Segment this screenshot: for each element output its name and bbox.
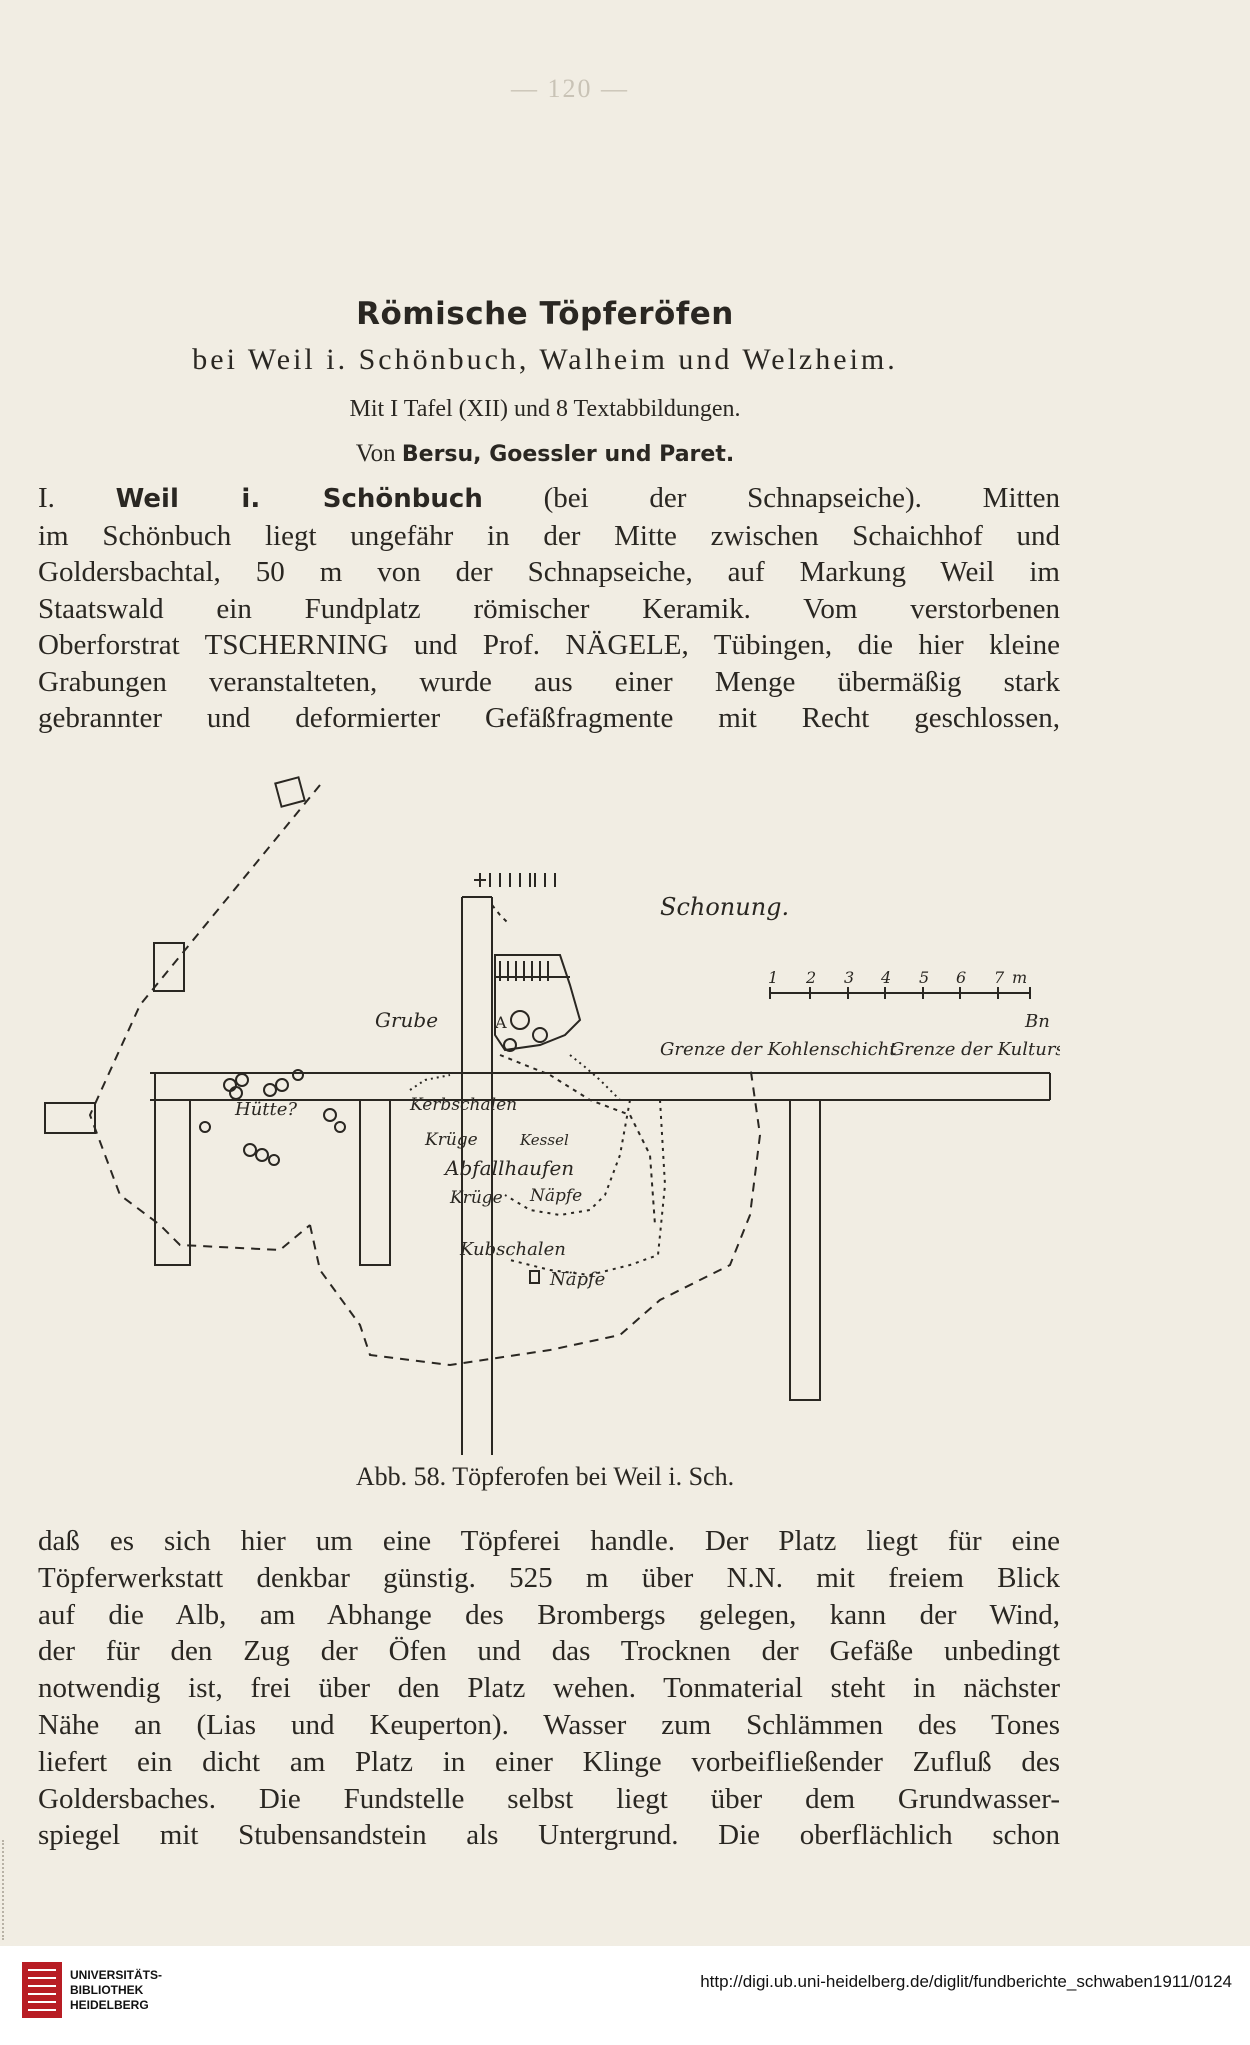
text-line: Goldersbachtal, 50 m von der Schnapseich… xyxy=(38,556,1060,588)
dotted-area xyxy=(409,1054,621,1101)
vessel-circle xyxy=(503,1038,517,1052)
text-line: Töpferwerkstatt denkbar günstig. 525 m ü… xyxy=(38,1561,1060,1594)
kiln-grate xyxy=(495,961,570,981)
scale-label-2: 2 xyxy=(805,968,816,987)
margin-dots xyxy=(2,1840,8,1940)
label-grube: Grube xyxy=(375,1008,438,1032)
label-napfe-2: Näpfe xyxy=(549,1269,605,1290)
vessel-circle xyxy=(532,1027,548,1043)
site-plan-figure: 1 2 3 4 5 6 7 m Schonung. Grube A Bn Ker… xyxy=(44,776,1060,1455)
trench-horizontal xyxy=(150,1072,1051,1101)
text-line: liefert ein dicht am Platz in einer Klin… xyxy=(38,1745,1060,1778)
text-line: im Schönbuch liegt ungefähr in der Mitte… xyxy=(38,519,1060,552)
source-url-link[interactable]: http://digi.ub.uni-heidelberg.de/diglit/… xyxy=(700,1972,1232,1991)
label-grenze-kohlen: Grenze der Kohlenschicht xyxy=(660,1039,897,1060)
authors-prefix: Von xyxy=(355,440,396,467)
scale-bar xyxy=(769,987,1031,999)
label-grenze-kultur: Grenze der Kulturschicht xyxy=(890,1039,1060,1060)
plates-note: Mit I Tafel (XII) und 8 Textabbildungen. xyxy=(349,396,741,422)
label-hutte: Hütte? xyxy=(234,1099,297,1120)
scale-label-4: 4 xyxy=(880,968,891,987)
marker-square xyxy=(153,942,185,992)
section-number: I. xyxy=(38,482,55,514)
label-napfe-1: Näpfe xyxy=(529,1186,582,1206)
text-line: notwendig ist, frei über den Platz wehen… xyxy=(38,1672,1060,1705)
text-line: Grabungen veranstalteten, wurde aus eine… xyxy=(38,665,1060,698)
library-name: UNIVERSITÄTS- BIBLIOTHEK HEIDELBERG xyxy=(70,1968,163,2012)
label-kerbschalen: Kerbschalen xyxy=(409,1095,517,1115)
text-line: gebrannter und deformierter Gefäßfragmen… xyxy=(38,702,1060,734)
paragraph-1-line-1: I. Weil i. Schönbuch (bei der Schnapseic… xyxy=(38,482,1060,514)
coal-boundary xyxy=(509,1099,667,1277)
scale-label-5: 5 xyxy=(919,968,929,987)
label-abfallhaufen: Abfallhaufen xyxy=(443,1156,574,1180)
label-schonung: Schonung. xyxy=(660,893,789,921)
hut-outline xyxy=(154,1073,391,1266)
marker-square xyxy=(44,1102,96,1134)
scale-label-6: 6 xyxy=(956,968,966,987)
text-line: Oberforstrat TSCHERNING und Prof. NÄGELE… xyxy=(38,629,1060,661)
page-number: — 120 — xyxy=(511,74,629,103)
scale-unit: m xyxy=(1012,968,1027,987)
marker-square xyxy=(274,776,306,808)
scale-label-7: 7 xyxy=(994,968,1005,987)
text-line: der für den Zug der Öfen und das Trockne… xyxy=(38,1635,1060,1668)
scale-label-1: 1 xyxy=(768,968,778,987)
authors-names: Bersu, Goessler und Paret. xyxy=(401,442,735,467)
paragraph-2: daß es sich hier um eine Töpferei handle… xyxy=(38,1523,1060,1854)
trench-right xyxy=(789,1100,821,1401)
authors-line: Von Bersu, Goessler und Paret. xyxy=(0,440,1090,468)
figure-caption: Abb. 58. Töpferofen bei Weil i. Sch. xyxy=(355,1462,735,1491)
vessel-cluster xyxy=(199,1069,346,1166)
boundary-line xyxy=(88,784,321,1252)
label-bn: Bn xyxy=(1024,1011,1050,1032)
label-kruge-2: Krüge xyxy=(449,1188,503,1208)
text-line: Nähe an (Lias und Keuperton). Wasser zum… xyxy=(38,1708,1060,1741)
article-subtitle: bei Weil i. Schönbuch, Walheim und Welzh… xyxy=(192,343,898,376)
text-line: Goldersbaches. Die Fundstelle selbst lie… xyxy=(38,1782,1060,1815)
library-logo-icon xyxy=(22,1962,62,2018)
label-kubschalen: Kubschalen xyxy=(459,1239,566,1260)
boundary-line xyxy=(309,1064,762,1367)
paragraph-1: I. Weil i. Schönbuch (bei der Schnapseic… xyxy=(38,480,1060,737)
footer-bar: UNIVERSITÄTS- BIBLIOTHEK HEIDELBERG http… xyxy=(0,1946,1250,2045)
text-line: auf die Alb, am Abhange des Brombergs ge… xyxy=(38,1598,1060,1631)
cross-markers xyxy=(474,873,556,887)
trench-vertical xyxy=(461,896,493,1455)
coal-boundary xyxy=(491,904,656,1226)
kiln-structure xyxy=(494,954,582,1052)
marker-square xyxy=(529,1270,540,1284)
article-title: Römische Töpferöfen xyxy=(356,296,734,332)
text-line: Staatswald ein Fundplatz römischer Keram… xyxy=(38,592,1060,625)
vessel-circle xyxy=(510,1010,530,1030)
label-kessel: Kessel xyxy=(519,1131,569,1149)
scale-label-3: 3 xyxy=(844,968,854,987)
section-place: Weil i. Schönbuch xyxy=(115,484,483,514)
text-line: spiegel mit Stubensandstein als Untergru… xyxy=(38,1819,1060,1852)
label-kruge-1: Krüge xyxy=(424,1130,478,1150)
text-line: daß es sich hier um eine Töpferei handle… xyxy=(38,1525,1060,1557)
label-a: A xyxy=(494,1013,507,1032)
